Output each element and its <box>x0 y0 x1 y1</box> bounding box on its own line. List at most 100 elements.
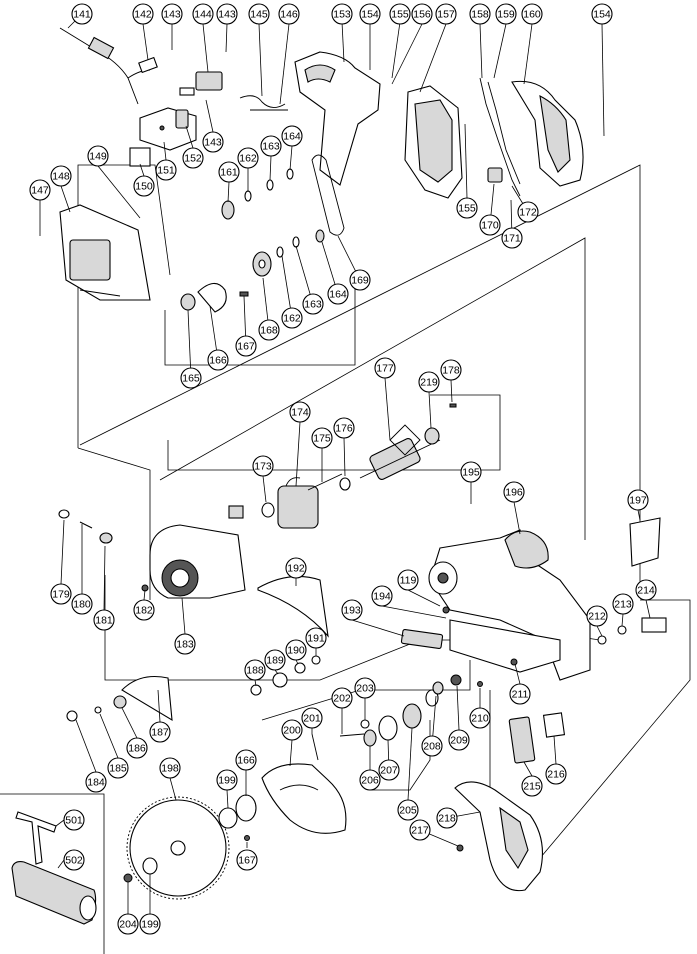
callout-number: 184 <box>87 777 105 789</box>
callout-number: 215 <box>523 781 541 793</box>
housing-left <box>59 204 151 301</box>
callout-number: 183 <box>176 639 194 651</box>
callout-number: 162 <box>283 313 301 325</box>
callout-circle <box>302 293 324 315</box>
callout-circle <box>207 349 229 371</box>
callout-169: 169 <box>349 269 371 291</box>
callout-number: 198 <box>161 763 179 775</box>
callout-number: 188 <box>246 665 264 677</box>
callout-215: 215 <box>521 775 543 797</box>
armature-shaft <box>307 473 351 491</box>
callout-number: 163 <box>262 141 280 153</box>
bearing-plate <box>180 282 249 313</box>
callout-145: 145 <box>248 3 270 25</box>
callout-179: 179 <box>50 583 72 605</box>
callout-176: 176 <box>333 417 355 439</box>
callout-circle <box>236 849 258 871</box>
callout-circle <box>359 3 381 25</box>
callout-number: 170 <box>481 220 499 232</box>
callout-199b: 199 <box>139 913 161 935</box>
callout-205: 205 <box>397 799 419 821</box>
callout-circle <box>331 687 353 709</box>
callout-number: 167 <box>237 341 255 353</box>
callout-202: 202 <box>331 687 353 709</box>
callout-number: 146 <box>280 9 298 21</box>
callout-163a: 163 <box>260 135 282 157</box>
callout-197: 197 <box>627 489 649 511</box>
callout-182: 182 <box>133 599 155 621</box>
callout-circle <box>378 759 400 781</box>
callout-155b: 155 <box>456 197 478 219</box>
callout-number: 167 <box>238 855 256 867</box>
callout-167b: 167 <box>236 849 258 871</box>
callout-circle <box>591 3 613 25</box>
callout-156: 156 <box>411 3 433 25</box>
callout-163b: 163 <box>302 293 324 315</box>
callout-number: 162 <box>239 153 257 165</box>
callout-circle <box>281 125 303 147</box>
callout-number: 174 <box>291 407 309 419</box>
callout-circle <box>29 179 51 201</box>
callout-152: 152 <box>182 147 204 169</box>
callout-number: 119 <box>400 575 417 587</box>
callout-number: 187 <box>151 727 169 739</box>
callout-201: 201 <box>301 707 323 729</box>
callout-circle <box>202 131 224 153</box>
callout-circle <box>495 3 517 25</box>
callout-185: 185 <box>107 757 129 779</box>
wire-harness <box>479 77 521 197</box>
callout-circle <box>50 583 72 605</box>
lever-plates <box>508 712 566 764</box>
callout-number: 155 <box>391 9 409 21</box>
callout-circle <box>331 3 353 25</box>
callout-number: 197 <box>629 495 647 507</box>
callout-175: 175 <box>311 427 333 449</box>
callout-circle <box>235 335 257 357</box>
callout-circle <box>260 135 282 157</box>
callout-circle <box>149 721 171 743</box>
callout-circle <box>63 849 85 871</box>
callout-number: 204 <box>119 919 137 931</box>
callout-number: 168 <box>260 325 278 337</box>
callout-number: 196 <box>505 487 523 499</box>
callout-circle <box>612 593 634 615</box>
callout-190: 190 <box>285 639 307 661</box>
callout-number: 158 <box>471 9 489 21</box>
callout-number: 164 <box>329 289 347 301</box>
callout-number: 143 <box>204 137 222 149</box>
callout-circle <box>182 147 204 169</box>
brush-holder <box>175 109 189 129</box>
callout-circle <box>456 197 478 219</box>
arm-screws <box>442 606 627 687</box>
callout-circle <box>161 3 183 25</box>
callout-circle <box>218 161 240 183</box>
callout-circle <box>237 147 259 169</box>
callout-number: 201 <box>303 713 321 725</box>
callout-circle <box>50 165 72 187</box>
callout-circle <box>192 3 214 25</box>
callout-circle <box>281 307 303 329</box>
callout-number: 186 <box>128 743 146 755</box>
arm-channel <box>449 619 561 673</box>
callout-number: 178 <box>442 365 460 377</box>
callout-circle <box>132 3 154 25</box>
spindle-gears <box>311 674 462 761</box>
callout-141: 141 <box>71 3 93 25</box>
callout-circle <box>278 3 300 25</box>
callout-191: 191 <box>305 627 327 649</box>
callout-circle <box>411 3 433 25</box>
callout-circle <box>107 757 129 779</box>
callout-number: 210 <box>471 713 489 725</box>
callout-number: 149 <box>89 151 107 163</box>
callout-circle <box>479 214 501 236</box>
callout-circle <box>281 719 303 741</box>
callout-166a: 166 <box>207 349 229 371</box>
callout-number: 159 <box>497 9 515 21</box>
callout-154a: 154 <box>359 3 381 25</box>
callout-circle <box>155 159 177 181</box>
upper-guard <box>257 575 329 638</box>
callout-number: 191 <box>307 633 325 645</box>
brush-screws <box>58 509 149 592</box>
callout-number: 195 <box>462 467 480 479</box>
